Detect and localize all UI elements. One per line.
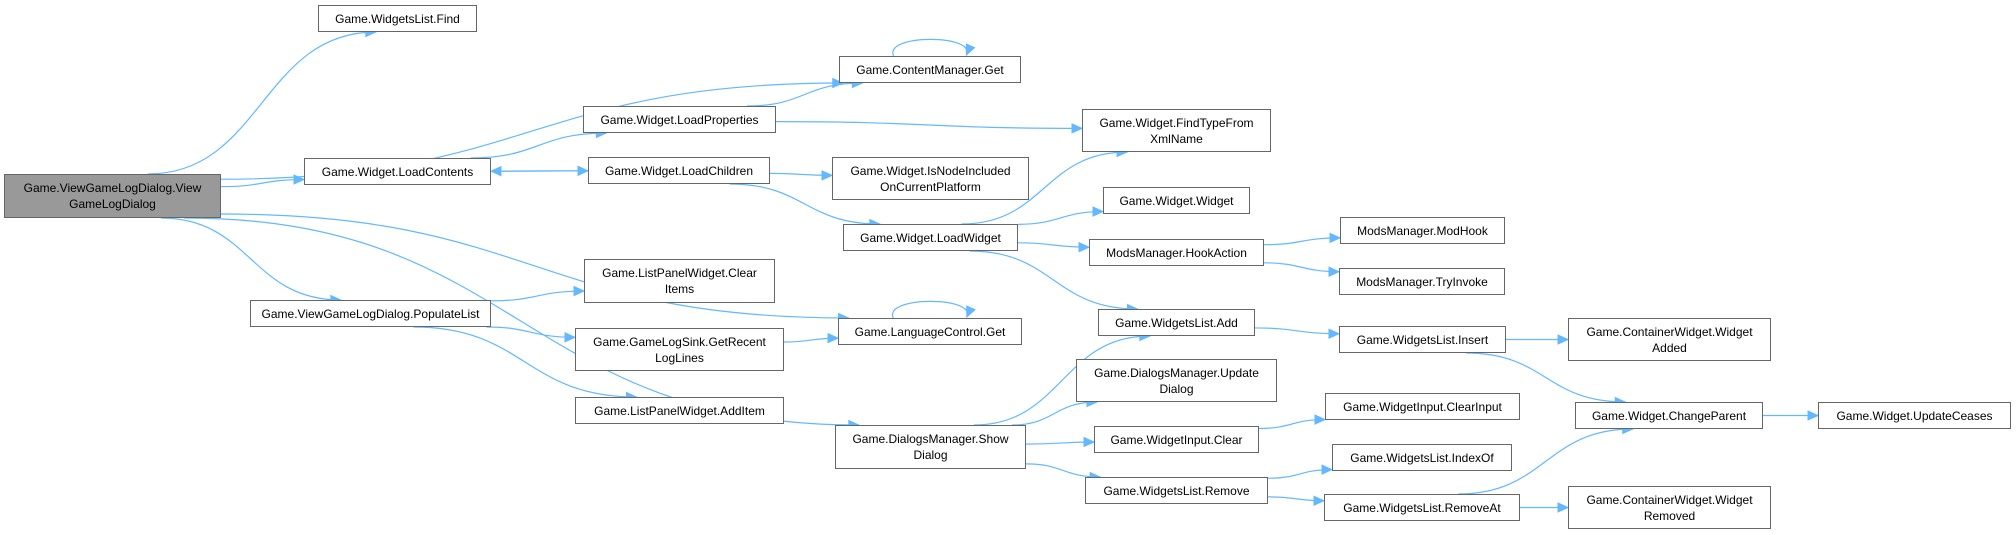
node-widgetslist-insert[interactable]: Game.WidgetsList.Insert — [1339, 326, 1506, 353]
edge-loadwidget-to-wladd — [969, 250, 1138, 310]
node-widget-loadcontents[interactable]: Game.Widget.LoadContents — [304, 158, 491, 185]
node-containerwidget-widgetremoved[interactable]: Game.ContainerWidget.Widget Removed — [1568, 486, 1771, 529]
node-widget-isnodeincluded[interactable]: Game.Widget.IsNodeIncluded OnCurrentPlat… — [832, 157, 1029, 200]
node-root[interactable]: Game.ViewGameLogDialog.View GameLogDialo… — [4, 174, 221, 218]
edge-wlinsert-to-widgetadded-arrowhead — [1557, 334, 1570, 345]
edge-langget-to-langget-arrowhead — [966, 305, 976, 319]
edge-loadprops-to-findtype — [775, 121, 1083, 130]
node-widgetslist-indexof[interactable]: Game.WidgetsList.IndexOf — [1332, 444, 1512, 471]
edge-getrecent-to-langget-arrowhead — [827, 332, 840, 344]
edge-loadcontents-to-loadprops — [470, 132, 607, 159]
node-widgetslist-remove[interactable]: Game.WidgetsList.Remove — [1085, 477, 1268, 504]
edge-hookaction-to-tryinvoke — [1263, 262, 1340, 273]
edge-root-to-loadcontents — [220, 178, 305, 188]
edge-hookaction-to-tryinvoke-arrowhead — [1328, 266, 1341, 277]
node-widget-updateceases[interactable]: Game.Widget.UpdateCeases — [1818, 402, 2011, 429]
edge-root-to-find — [147, 31, 376, 175]
edge-removeat-to-changeparent — [1458, 428, 1633, 495]
edge-root-to-loadcontents-arrowhead — [293, 174, 306, 185]
node-widget-loadproperties[interactable]: Game.Widget.LoadProperties — [583, 106, 776, 133]
node-containerwidget-widgetadded[interactable]: Game.ContainerWidget.Widget Added — [1568, 318, 1771, 361]
edge-loadchildren-to-isnode-arrowhead — [821, 170, 834, 181]
edge-hookaction-to-modhook — [1263, 237, 1341, 246]
node-modsmanager-modhook[interactable]: ModsManager.ModHook — [1340, 217, 1505, 244]
node-widget-findtypefromxmlname[interactable]: Game.Widget.FindTypeFrom XmlName — [1082, 109, 1271, 152]
edge-populate-to-getrecent — [486, 326, 576, 338]
node-dialogsmanager-showdialog[interactable]: Game.DialogsManager.Show Dialog — [835, 425, 1026, 469]
edge-loadchildren-to-loadwidget — [729, 183, 880, 225]
edge-showdialog-to-updatedialog — [1011, 401, 1097, 426]
edge-loadchildren-to-loadcontents-arrowhead — [489, 165, 502, 177]
edge-populate-to-getrecent-arrowhead — [564, 332, 577, 343]
edge-root-to-langget — [220, 213, 849, 319]
edge-langget-to-langget — [892, 300, 968, 319]
node-widget-loadchildren[interactable]: Game.Widget.LoadChildren — [588, 157, 770, 184]
node-widget-changeparent[interactable]: Game.Widget.ChangeParent — [1575, 402, 1763, 429]
node-contentmanager-get[interactable]: Game.ContentManager.Get — [839, 56, 1021, 83]
edge-wlremove-to-indexof-arrowhead — [1321, 464, 1334, 475]
edge-wiclear-to-clearinput-arrowhead — [1314, 414, 1327, 425]
edge-loadwidget-to-widget-arrowhead — [1092, 206, 1105, 217]
node-widgetinput-clearinput[interactable]: Game.WidgetInput.ClearInput — [1325, 393, 1520, 420]
edge-loadprops-to-cmget — [747, 82, 863, 107]
node-widget-widget[interactable]: Game.Widget.Widget — [1103, 187, 1250, 214]
edge-loadwidget-to-findtype — [961, 151, 1128, 225]
edge-loadwidget-to-hookaction — [1017, 242, 1090, 248]
edge-loadprops-to-findtype-arrowhead — [1071, 123, 1084, 134]
edge-showdialog-to-wiclear-arrowhead — [1083, 436, 1096, 448]
node-widgetslist-add[interactable]: Game.WidgetsList.Add — [1098, 309, 1255, 336]
edge-populate-to-clearitems-arrowhead — [573, 285, 586, 297]
node-dialogsmanager-updatedialog[interactable]: Game.DialogsManager.Update Dialog — [1076, 359, 1277, 402]
edge-cmget-to-cmget-arrowhead — [965, 43, 976, 57]
edge-loadwidget-to-hookaction-arrowhead — [1078, 241, 1091, 253]
edge-wladd-to-wlinsert — [1254, 327, 1340, 335]
node-widgetslist-find[interactable]: Game.WidgetsList.Find — [318, 5, 477, 32]
node-widget-loadwidget[interactable]: Game.Widget.LoadWidget — [843, 224, 1018, 251]
node-widgetinput-clear[interactable]: Game.WidgetInput.Clear — [1094, 426, 1259, 453]
edge-changeparent-to-updateceases-arrowhead — [1807, 410, 1820, 421]
edge-populate-to-clearitems — [490, 290, 585, 302]
edge-showdialog-to-wlremove — [1025, 463, 1101, 478]
node-gamelogsink-getrecentloglines[interactable]: Game.GameLogSink.GetRecent LogLines — [575, 328, 784, 371]
edge-hookaction-to-modhook-arrowhead — [1329, 232, 1342, 244]
edge-wlinsert-to-changeparent — [1466, 352, 1626, 403]
node-languagecontrol-get[interactable]: Game.LanguageControl.Get — [838, 318, 1022, 345]
node-viewgamelogdialog-populatelist[interactable]: Game.ViewGameLogDialog.PopulateList — [250, 300, 491, 327]
edge-loadwidget-to-widget — [1017, 210, 1104, 225]
node-widgetslist-removeat[interactable]: Game.WidgetsList.RemoveAt — [1324, 494, 1520, 521]
edge-wladd-to-wlinsert-arrowhead — [1328, 328, 1341, 340]
edge-root-to-populate — [160, 217, 341, 301]
node-listpanelwidget-clearitems[interactable]: Game.ListPanelWidget.Clear Items — [584, 259, 775, 303]
node-modsmanager-tryinvoke[interactable]: ModsManager.TryInvoke — [1339, 268, 1505, 295]
edge-cmget-to-cmget — [892, 38, 968, 57]
node-modsmanager-hookaction[interactable]: ModsManager.HookAction — [1089, 239, 1264, 266]
edge-showdialog-to-wladd — [973, 335, 1150, 426]
node-listpanelwidget-additem[interactable]: Game.ListPanelWidget.AddItem — [575, 397, 784, 424]
edge-removeat-to-widgetremoved-arrowhead — [1557, 502, 1570, 513]
edge-wlremove-to-removeat-arrowhead — [1313, 495, 1326, 506]
edge-populate-to-additem — [413, 326, 637, 398]
